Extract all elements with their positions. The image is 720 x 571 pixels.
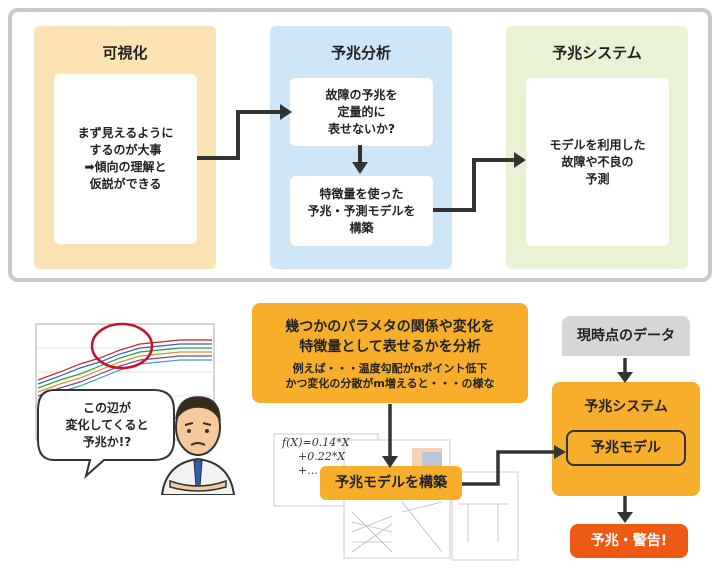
arrow-head-icon <box>352 162 368 174</box>
model-pill-text: 予兆モデル <box>591 440 661 456</box>
arrow-build-to-system <box>462 450 556 486</box>
bubble-line: この辺が <box>82 401 131 415</box>
card-line: モデルを利用した <box>549 137 646 152</box>
arrow-head-icon <box>280 104 292 120</box>
arrow-col1-to-col2 <box>197 110 282 160</box>
analysis-example: かつ変化の分散がm増えると・・・の様な <box>285 377 495 390</box>
card-line: 特徴量を使った <box>319 186 404 201</box>
system-title: 予兆システム <box>584 399 668 415</box>
analysis-question-card: 故障の予兆を 定量的に 表せないか? <box>290 78 433 146</box>
card-line: 定量的に <box>337 104 386 119</box>
column-title: 予兆システム <box>552 44 642 62</box>
arrow-head-icon <box>382 456 398 468</box>
analysis-box: 幾つかのパラメタの関係や変化を 特徴量として表せるかを分析 例えば・・・温度勾配… <box>252 303 528 403</box>
card-line: 故障の予兆を <box>325 87 398 102</box>
analysis-line: 幾つかのパラメタの関係や変化を <box>285 319 495 335</box>
bottom-arrows <box>382 358 633 523</box>
arrow-head-icon <box>554 445 566 459</box>
card-line: 表せないか? <box>328 121 395 136</box>
thinking-person-icon <box>160 396 236 495</box>
arrow-col2-to-col3 <box>433 158 516 212</box>
system-box: 予兆システム 予兆モデル <box>552 382 700 496</box>
alert-badge: 予兆・警告! <box>570 524 688 558</box>
analysis-example: 例えば・・・温度勾配がnポイント低下 <box>292 362 488 375</box>
top-arrows <box>197 104 526 212</box>
formula-line: +0.22*X <box>298 450 346 463</box>
card-line: するのが大事 <box>89 143 162 157</box>
arrow-head-icon <box>514 152 526 168</box>
system-card: モデルを利用した 故障や不良の 予測 <box>526 78 669 246</box>
formula-line: f(X)=0.14*X <box>282 436 350 449</box>
column-title: 可視化 <box>102 44 148 62</box>
build-model-text: 予兆モデルを構築 <box>335 475 447 491</box>
column-visualization: 可視化 まず見えるように するのが大事 ➡傾向の理解と 仮説ができる <box>34 26 216 269</box>
bubble-text: この辺が 変化してくると 予兆か!? <box>48 400 166 451</box>
formula-text: f(X)=0.14*X +0.22*X +... <box>282 436 350 478</box>
build-model-label: 予兆モデルを構築 <box>320 466 462 500</box>
current-data-tag: 現時点のデータ <box>562 316 690 356</box>
speech-bubble <box>37 389 175 479</box>
arrow-head-icon <box>617 372 633 383</box>
card-line: 故障や不良の <box>561 154 634 169</box>
column-title: 予兆分析 <box>330 44 391 62</box>
card-line: 仮説ができる <box>89 177 162 191</box>
bubble-line: 予兆か!? <box>82 435 132 449</box>
current-data-text: 現時点のデータ <box>577 328 675 344</box>
column-system: 予兆システム モデルを利用した 故障や不良の 予測 <box>506 26 688 269</box>
analysis-line: 特徴量として表せるかを分析 <box>299 339 481 355</box>
model-pill: 予兆モデル <box>566 430 686 466</box>
arrow-head-icon <box>617 512 633 523</box>
highlight-circle <box>90 322 154 370</box>
card-line: まず見えるように <box>77 126 174 140</box>
card-line: 予兆・予測モデルを <box>307 203 416 218</box>
card-line: 構築 <box>349 220 374 235</box>
bubble-line: 変化してくると <box>65 418 149 432</box>
visualization-card: まず見えるように するのが大事 ➡傾向の理解と 仮説ができる <box>54 74 197 244</box>
formula-line: +... <box>298 464 318 477</box>
card-line: ➡傾向の理解と <box>84 160 167 174</box>
analysis-model-card: 特徴量を使った 予兆・予測モデルを 構築 <box>290 176 433 246</box>
card-line: 予測 <box>585 171 610 186</box>
alert-text: 予兆・警告! <box>590 533 668 549</box>
